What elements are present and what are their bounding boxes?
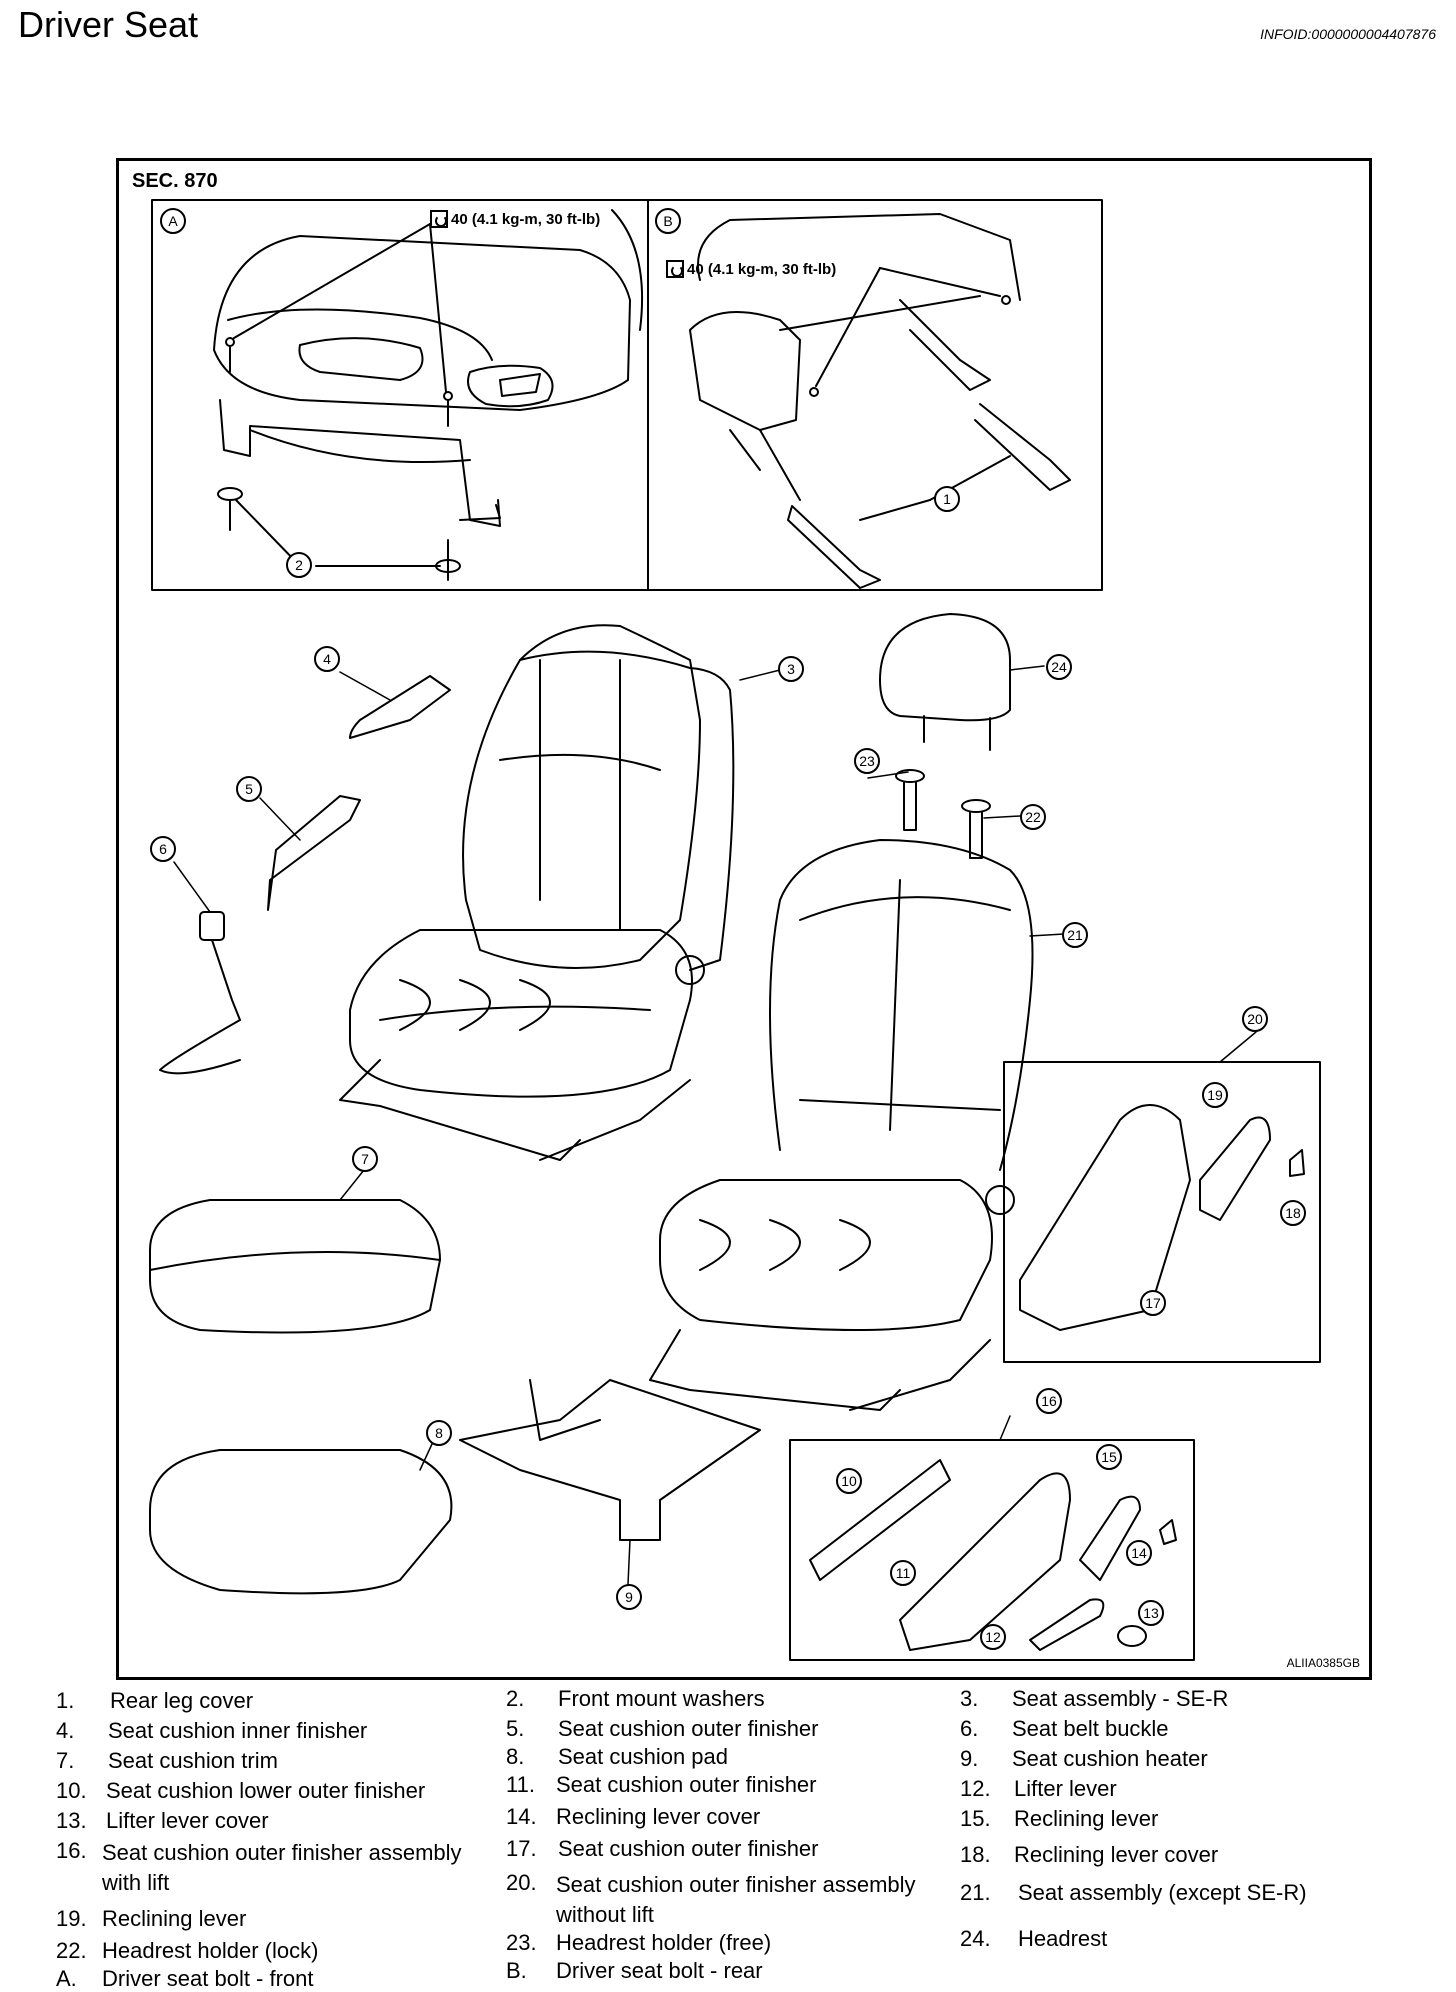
detail-a-panel bbox=[151, 199, 649, 591]
leader-lines bbox=[173, 665, 1257, 1585]
callout-13: 13 bbox=[1138, 1600, 1164, 1626]
heater-part bbox=[459, 1379, 761, 1541]
outer-finisher-part bbox=[267, 795, 361, 911]
callout-20: 20 bbox=[1242, 1006, 1268, 1032]
callout-10: 10 bbox=[836, 1468, 862, 1494]
callout-5: 5 bbox=[236, 776, 262, 802]
detail-a-seat bbox=[213, 209, 643, 527]
info-id: INFOID:0000000004407876 bbox=[1260, 26, 1436, 42]
callout-3: 3 bbox=[778, 656, 804, 682]
detail-label-a: A bbox=[160, 208, 186, 234]
detail-b-panel bbox=[647, 199, 1103, 591]
callout-22: 22 bbox=[1020, 804, 1046, 830]
torque-spec-b: 40 (4.1 kg-m, 30 ft-lb) bbox=[666, 260, 836, 278]
callout-23: 23 bbox=[854, 748, 880, 774]
seat-assembly-se-r bbox=[339, 624, 735, 1161]
detail-label-b: B bbox=[655, 208, 681, 234]
callout-18: 18 bbox=[1280, 1200, 1306, 1226]
headrest-holders bbox=[895, 769, 991, 859]
inner-finisher-part bbox=[349, 675, 451, 739]
callout-6: 6 bbox=[150, 836, 176, 862]
cushion-pad-part bbox=[149, 1449, 453, 1595]
panel-with-lift bbox=[789, 1439, 1195, 1661]
callout-21: 21 bbox=[1062, 922, 1088, 948]
detail-b-seat bbox=[689, 213, 1071, 589]
callout-2: 2 bbox=[286, 552, 312, 578]
torque-wrench-icon bbox=[430, 210, 448, 228]
callout-4: 4 bbox=[314, 646, 340, 672]
callout-7: 7 bbox=[352, 1146, 378, 1172]
callout-24: 24 bbox=[1046, 654, 1072, 680]
headrest bbox=[879, 613, 1011, 751]
panel-without-lift bbox=[1003, 1061, 1321, 1363]
cushion-trim-part bbox=[149, 1199, 441, 1334]
callout-19: 19 bbox=[1202, 1082, 1228, 1108]
torque-wrench-icon bbox=[666, 260, 684, 278]
page-title: Driver Seat bbox=[18, 4, 199, 45]
callout-12: 12 bbox=[980, 1624, 1006, 1650]
callout-11: 11 bbox=[890, 1560, 916, 1586]
diagram-frame bbox=[116, 158, 1372, 1680]
torque-spec-a: 40 (4.1 kg-m, 30 ft-lb) bbox=[430, 210, 600, 228]
callout-15: 15 bbox=[1096, 1444, 1122, 1470]
callout-16: 16 bbox=[1036, 1388, 1062, 1414]
figure-code: ALIIA0385GB bbox=[1286, 1656, 1360, 1670]
detail-a-bolts bbox=[217, 223, 461, 581]
section-label: SEC. 870 bbox=[132, 170, 218, 192]
callout-17: 17 bbox=[1140, 1290, 1166, 1316]
callout-1: 1 bbox=[934, 486, 960, 512]
callout-14: 14 bbox=[1126, 1540, 1152, 1566]
seat-assembly-except-se-r bbox=[649, 839, 1034, 1411]
callout-9: 9 bbox=[616, 1584, 642, 1610]
callout-8: 8 bbox=[426, 1420, 452, 1446]
seat-belt-buckle-part bbox=[159, 911, 241, 1075]
